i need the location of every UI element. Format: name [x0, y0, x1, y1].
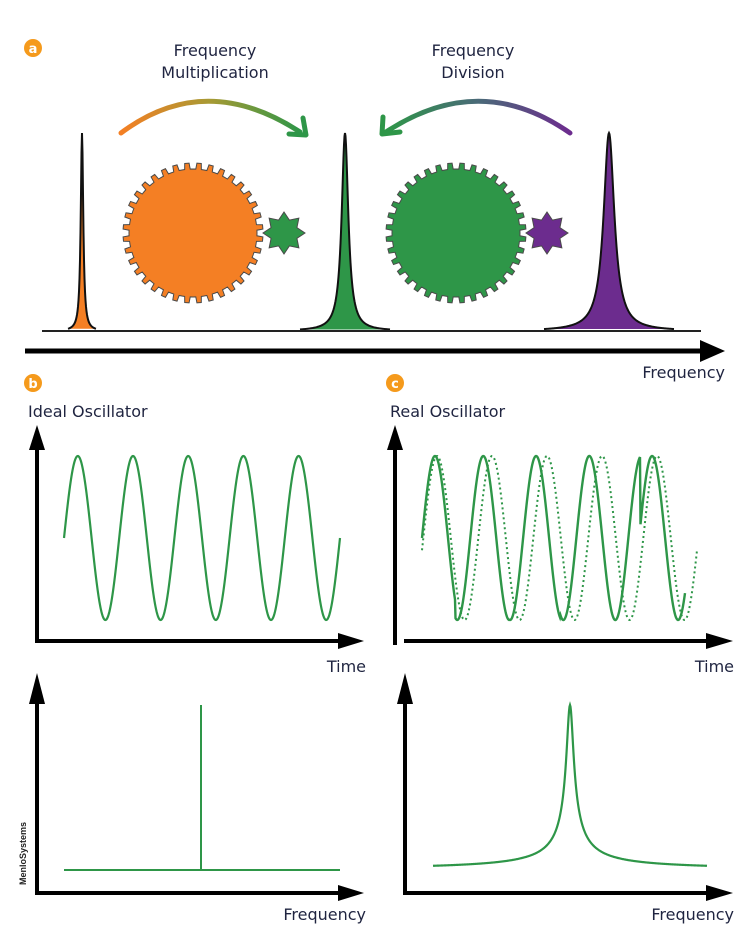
- real-frequency-axes: [397, 673, 733, 901]
- real-lorentzian-spectrum: [432, 701, 708, 867]
- svg-text:a: a: [29, 42, 38, 57]
- gear-group: [122, 162, 569, 304]
- mid-frequency-peak: [300, 133, 390, 330]
- panel-a: a Frequency Multiplication Frequency Div…: [24, 39, 725, 382]
- high-frequency-peak-outline: [543, 130, 675, 331]
- watermark: MenloSystems: [18, 822, 28, 885]
- multiplication-title-line1: Frequency: [174, 41, 257, 60]
- small-purple-gear-icon: [525, 211, 569, 255]
- real-oscillator-title: Real Oscillator: [390, 402, 506, 421]
- low-frequency-peak: [68, 133, 96, 329]
- reference-dotted-wave: [421, 454, 698, 622]
- division-title-line2: Division: [441, 63, 504, 82]
- panel-b-badge: b: [24, 374, 42, 392]
- frequency-axis-arrow-icon: [25, 340, 725, 362]
- small-green-gear-icon: [262, 211, 306, 255]
- svg-text:c: c: [391, 377, 399, 392]
- frequency-axis-label: Frequency: [642, 363, 725, 382]
- large-orange-gear-icon: [122, 162, 264, 304]
- panel-b: b Ideal Oscillator Time Frequency MenloS…: [18, 374, 366, 924]
- division-arrow-icon: [379, 98, 573, 137]
- division-title-line1: Frequency: [432, 41, 515, 60]
- large-green-gear-icon: [385, 162, 527, 304]
- ideal-frequency-axes: [29, 673, 364, 901]
- ideal-frequency-label: Frequency: [283, 905, 366, 924]
- ideal-time-label: Time: [326, 657, 366, 676]
- high-frequency-peak: [544, 133, 674, 330]
- low-frequency-peak-outline: [67, 132, 97, 330]
- panel-c: c Real Oscillator Time Frequency: [386, 374, 734, 924]
- real-time-label: Time: [694, 657, 734, 676]
- real-time-axes: [387, 425, 733, 649]
- spectrum-peaks: [67, 130, 675, 331]
- panel-c-badge: c: [386, 374, 404, 392]
- panel-a-badge: a: [24, 39, 42, 57]
- multiplication-title-line2: Multiplication: [161, 63, 268, 82]
- ideal-time-axes: [29, 425, 364, 649]
- svg-text:b: b: [28, 377, 37, 392]
- real-jittered-wave: [420, 454, 687, 622]
- real-frequency-label: Frequency: [651, 905, 734, 924]
- ideal-sine-wave: [62, 454, 342, 622]
- mid-frequency-peak-outline: [299, 132, 391, 331]
- ideal-delta-spectrum: [64, 705, 340, 871]
- ideal-oscillator-title: Ideal Oscillator: [28, 402, 148, 421]
- multiplication-arrow-icon: [118, 98, 309, 138]
